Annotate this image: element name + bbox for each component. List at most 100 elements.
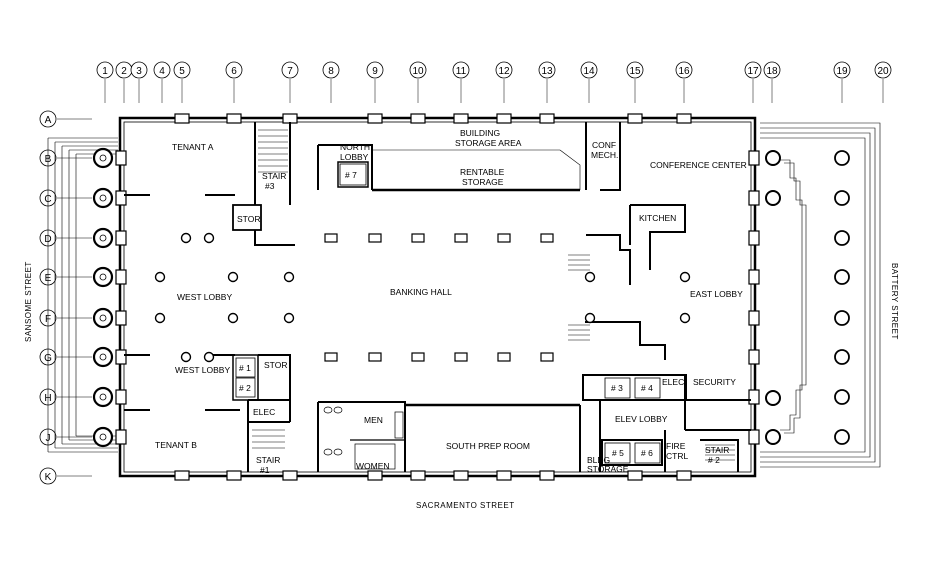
portico-column-core	[99, 234, 107, 242]
pier	[367, 113, 383, 124]
room-north-lobby-2: LOBBY	[340, 152, 369, 162]
grid-column-3: 3	[130, 61, 148, 103]
grid-column-5: 5	[173, 61, 191, 103]
grid-column-label: 10	[412, 66, 424, 77]
grid-column-8: 8	[322, 61, 340, 103]
west-entry-steps	[47, 137, 118, 453]
interior-column	[368, 352, 382, 362]
pier	[748, 349, 760, 365]
portico-column	[834, 429, 850, 445]
interior-column	[497, 233, 511, 243]
portico-column-core	[99, 433, 107, 441]
pier	[496, 470, 512, 481]
room-south-prep: SOUTH PREP ROOM	[446, 441, 530, 451]
grid-column-label: 11	[456, 66, 467, 77]
pier	[748, 230, 760, 246]
interior-column	[584, 312, 596, 324]
portico-column	[765, 190, 781, 206]
portico-column	[834, 310, 850, 326]
interior-columns	[154, 232, 691, 363]
grid-column-19: 19	[833, 61, 851, 103]
room-elec-east: ELEC	[662, 377, 684, 387]
grid-row-K: K	[39, 467, 92, 485]
exterior-walls	[118, 116, 757, 478]
interior-column	[283, 312, 295, 324]
grid-column-label: 8	[328, 66, 334, 77]
room-elec-west: ELEC	[253, 407, 275, 417]
portico-column	[765, 429, 781, 445]
grid-row-label: A	[45, 115, 52, 126]
pier	[748, 310, 760, 326]
pier	[627, 113, 643, 124]
pier	[748, 389, 760, 405]
grid-column-18: 18	[763, 61, 781, 103]
room-tenant-b: TENANT B	[155, 440, 197, 450]
pier	[115, 310, 127, 326]
portico-column	[92, 386, 114, 408]
interior-column	[324, 352, 338, 362]
grid-column-label: 7	[287, 66, 293, 77]
grid-column-label: 14	[583, 66, 595, 77]
portico-column	[834, 230, 850, 246]
room-stair-1: STAIR	[256, 455, 280, 465]
room-stair-1-num: #1	[260, 465, 270, 475]
east-entry-steps	[760, 122, 881, 468]
room-men: MEN	[364, 415, 383, 425]
pier	[748, 429, 760, 445]
street-sansome: SANSOME STREET	[24, 261, 33, 342]
elevator-4: # 4	[641, 383, 653, 393]
interior-column	[227, 271, 239, 283]
grid-column-label: 20	[877, 66, 889, 77]
pier	[115, 230, 127, 246]
pier	[115, 269, 127, 285]
interior-column	[679, 271, 691, 283]
interior-column	[203, 351, 215, 363]
grid-column-label: 5	[179, 66, 185, 77]
interior-column	[497, 352, 511, 362]
street-sacramento: SACRAMENTO STREET	[416, 501, 515, 510]
room-west-lobby-upper: WEST LOBBY	[177, 292, 232, 302]
room-rentable-storage: RENTABLE	[460, 167, 505, 177]
elevator-2: # 2	[239, 383, 251, 393]
pier	[748, 190, 760, 206]
elevator-cars	[235, 163, 661, 464]
interior-column	[368, 233, 382, 243]
interior-column	[679, 312, 691, 324]
grid-column-label: 19	[836, 66, 848, 77]
interior-column	[180, 232, 192, 244]
room-stair-2-num: # 2	[708, 455, 720, 465]
room-security: SECURITY	[693, 377, 736, 387]
interior-column	[411, 352, 425, 362]
grid-column-15: 15	[626, 61, 644, 103]
elevator-5: # 5	[612, 448, 624, 458]
facade-piers	[92, 113, 850, 481]
pier	[410, 470, 426, 481]
pier	[410, 113, 426, 124]
room-north-lobby: NORTH	[340, 142, 370, 152]
portico-column-core	[99, 314, 107, 322]
pier	[174, 470, 190, 481]
portico-column-core	[99, 393, 107, 401]
pier	[282, 113, 298, 124]
portico-column	[92, 426, 114, 448]
portico-column	[765, 390, 781, 406]
room-rentable-storage-2: STORAGE	[462, 177, 504, 187]
interior-column	[283, 271, 295, 283]
interior-column	[154, 271, 166, 283]
room-building-storage: BUILDING	[460, 128, 500, 138]
pier	[748, 269, 760, 285]
room-west-lobby-lower: WEST LOBBY	[175, 365, 230, 375]
grid-column-4: 4	[153, 61, 171, 103]
portico-column-core	[99, 353, 107, 361]
stair-treads	[252, 129, 735, 461]
street-battery: BATTERY STREET	[890, 263, 899, 340]
portico-column	[834, 349, 850, 365]
pier	[453, 113, 469, 124]
grid-row-label: K	[45, 472, 52, 483]
interior-column	[154, 312, 166, 324]
restroom-fixtures	[323, 406, 404, 470]
grid-column-label: 4	[159, 66, 165, 77]
grid-column-2: 2	[115, 61, 133, 103]
